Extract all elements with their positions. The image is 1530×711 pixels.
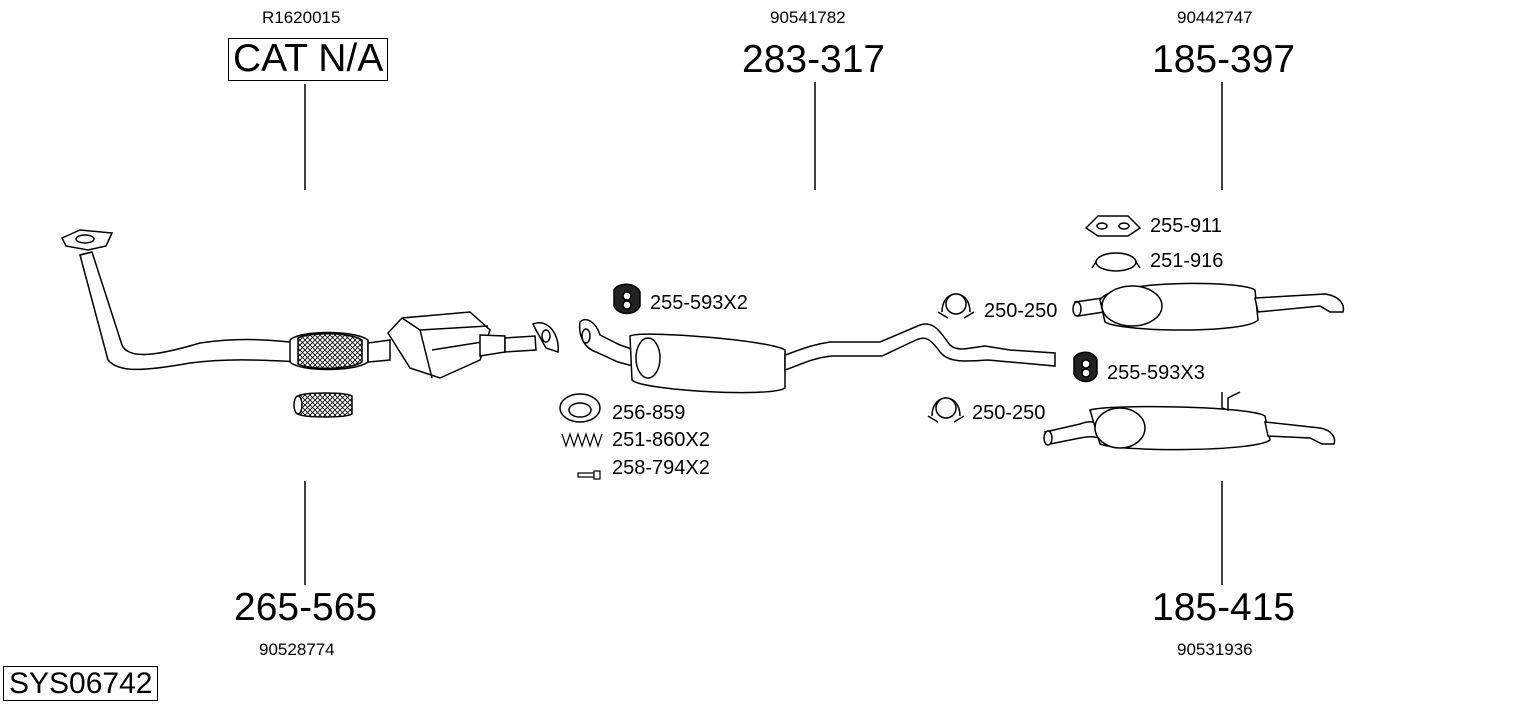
front-pipe-part-number[interactable]: CAT N/A <box>228 38 389 81</box>
clamp-251-916-icon <box>1091 252 1141 272</box>
flex-pipe-part <box>293 392 353 418</box>
spring-251-860-icon <box>561 432 603 448</box>
accessory-label[interactable]: 255-593X3 <box>1107 362 1205 384</box>
center-muffler-part <box>578 318 1056 394</box>
system-code-label: SYS06742 <box>3 666 159 701</box>
clamp-250-250-upper-icon <box>937 293 975 319</box>
downpipe-oem-number: 90528774 <box>259 640 335 659</box>
bolt-258-794-icon <box>577 470 601 480</box>
accessory-label[interactable]: 258-794X2 <box>612 457 710 479</box>
rubber-mount-255-593x3-icon <box>1073 351 1098 383</box>
leader-lines <box>304 82 1223 585</box>
accessory-label[interactable]: 255-911 <box>1150 215 1222 237</box>
center-muffler-part-number[interactable]: 283-317 <box>742 38 886 81</box>
rubber-mount-255-593-icon <box>613 283 641 315</box>
gasket-ring-256-859-icon <box>559 393 601 423</box>
rear-muffler-a-part-number[interactable]: 185-397 <box>1152 38 1296 81</box>
accessory-label[interactable]: 251-916 <box>1150 250 1224 272</box>
downpipe-part-number[interactable]: 265-565 <box>234 586 378 629</box>
rear-muffler-185-415-part <box>1043 391 1336 451</box>
rear-muffler-b-oem-number: 90531936 <box>1177 640 1253 659</box>
accessory-label[interactable]: 255-593X2 <box>650 292 748 314</box>
rear-muffler-a-oem-number: 90442747 <box>1177 8 1253 27</box>
clamp-250-250-lower-icon <box>927 397 965 423</box>
rear-muffler-185-397-part <box>1072 282 1345 331</box>
accessory-label[interactable]: 251-860X2 <box>612 429 710 451</box>
front-pipe-catalyst-part <box>60 229 559 379</box>
center-muffler-oem-number: 90541782 <box>770 8 846 27</box>
front-pipe-oem-number: R1620015 <box>262 8 341 27</box>
accessory-label[interactable]: 250-250 <box>972 402 1046 424</box>
rear-muffler-b-part-number[interactable]: 185-415 <box>1152 586 1296 629</box>
bracket-255-911-icon <box>1084 215 1142 237</box>
accessory-label[interactable]: 256-859 <box>612 402 686 424</box>
accessory-label[interactable]: 250-250 <box>984 300 1058 322</box>
